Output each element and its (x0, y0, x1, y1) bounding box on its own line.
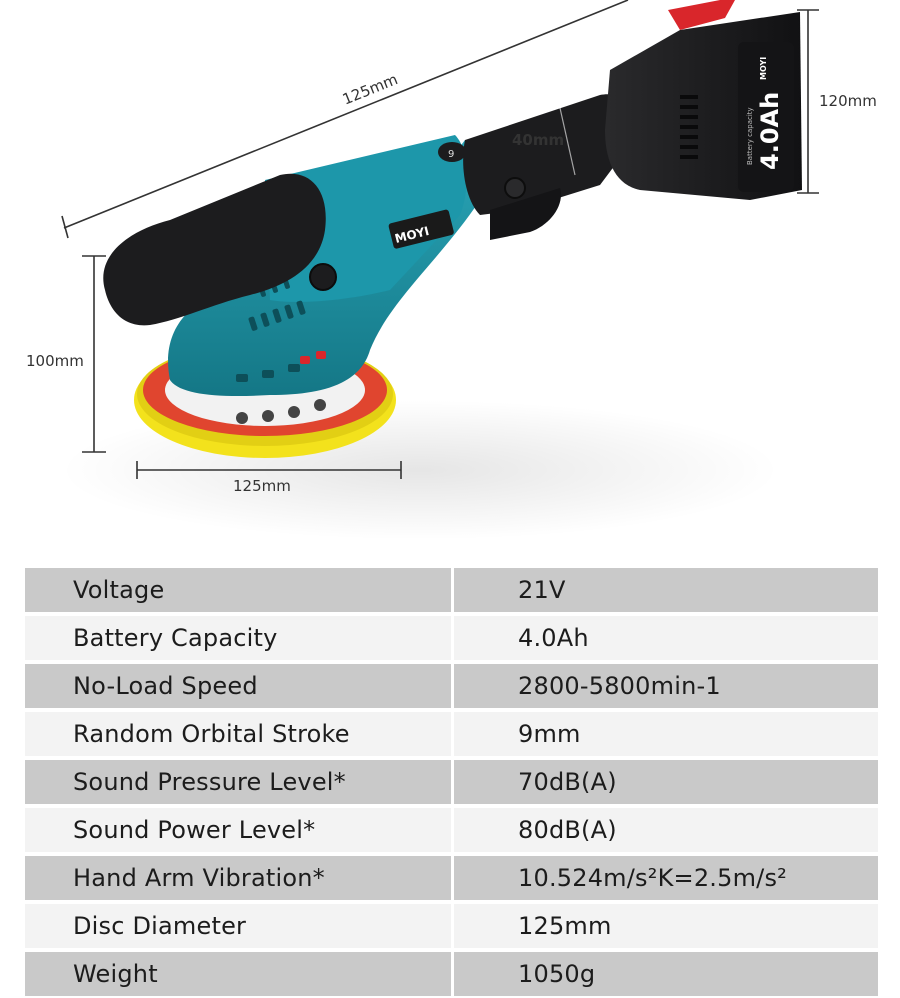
handle: 40mm (463, 94, 634, 240)
battery-caption: Battery capacity (746, 107, 754, 165)
battery-pack: 4.0Ah Battery capacity MOYI (605, 0, 802, 200)
spec-value: 21V (454, 568, 878, 612)
spec-label: Hand Arm Vibration* (25, 856, 451, 900)
spec-label: Sound Pressure Level* (25, 760, 451, 804)
battery-height-dimension: 120mm (797, 9, 877, 194)
head-height-label: 100mm (26, 352, 84, 370)
spec-label: Voltage (25, 568, 451, 612)
spec-value: 10.524m/s²K=2.5m/s² (454, 856, 878, 900)
spec-row-no-load-speed: No-Load Speed 2800-5800min-1 (25, 664, 878, 710)
head-grip (103, 173, 337, 326)
trigger-button-icon (504, 177, 526, 199)
spec-value: 1050g (454, 952, 878, 996)
spec-table: Voltage 21V Battery Capacity 4.0Ah No-Lo… (25, 568, 878, 998)
spec-row-sound-pressure-level: Sound Pressure Level* 70dB(A) (25, 760, 878, 806)
overall-length-label: 125mm (340, 70, 400, 108)
spec-row-weight: Weight 1050g (25, 952, 878, 998)
spec-value: 4.0Ah (454, 616, 878, 660)
spec-row-disc-diameter: Disc Diameter 125mm (25, 904, 878, 950)
spec-label: Random Orbital Stroke (25, 712, 451, 756)
battery-height-label: 120mm (819, 92, 877, 110)
product-figure: 125mm (26, 0, 877, 540)
spec-value: 70dB(A) (454, 760, 878, 804)
battery-release-latch (668, 0, 735, 30)
brand-badge: MOYI (388, 209, 454, 249)
speed-dial-value: 9 (448, 149, 454, 160)
spec-label: Sound Power Level* (25, 808, 451, 852)
head-height-dimension: 100mm (26, 255, 106, 453)
spec-label: Disc Diameter (25, 904, 451, 948)
spec-row-hand-arm-vibration: Hand Arm Vibration* 10.524m/s²K=2.5m/s² (25, 856, 878, 902)
spec-label: Weight (25, 952, 451, 996)
battery-brand: MOYI (759, 57, 768, 80)
spec-row-battery-capacity: Battery Capacity 4.0Ah (25, 616, 878, 662)
speed-dial: 9 (438, 142, 466, 162)
grip-diameter-label: 40mm (512, 131, 564, 149)
battery-capacity-label: 4.0Ah (756, 92, 784, 170)
pad-diameter-label: 125mm (233, 477, 291, 495)
spec-value: 9mm (454, 712, 878, 756)
spec-label: No-Load Speed (25, 664, 451, 708)
spec-label: Battery Capacity (25, 616, 451, 660)
spec-row-sound-power-level: Sound Power Level* 80dB(A) (25, 808, 878, 854)
lock-button-icon (309, 263, 337, 291)
pad-diameter-dimension: 125mm (136, 461, 402, 495)
spec-value: 80dB(A) (454, 808, 878, 852)
spec-value: 2800-5800min-1 (454, 664, 878, 708)
spec-value: 125mm (454, 904, 878, 948)
spec-row-random-orbital-stroke: Random Orbital Stroke 9mm (25, 712, 878, 758)
spec-row-voltage: Voltage 21V (25, 568, 878, 614)
